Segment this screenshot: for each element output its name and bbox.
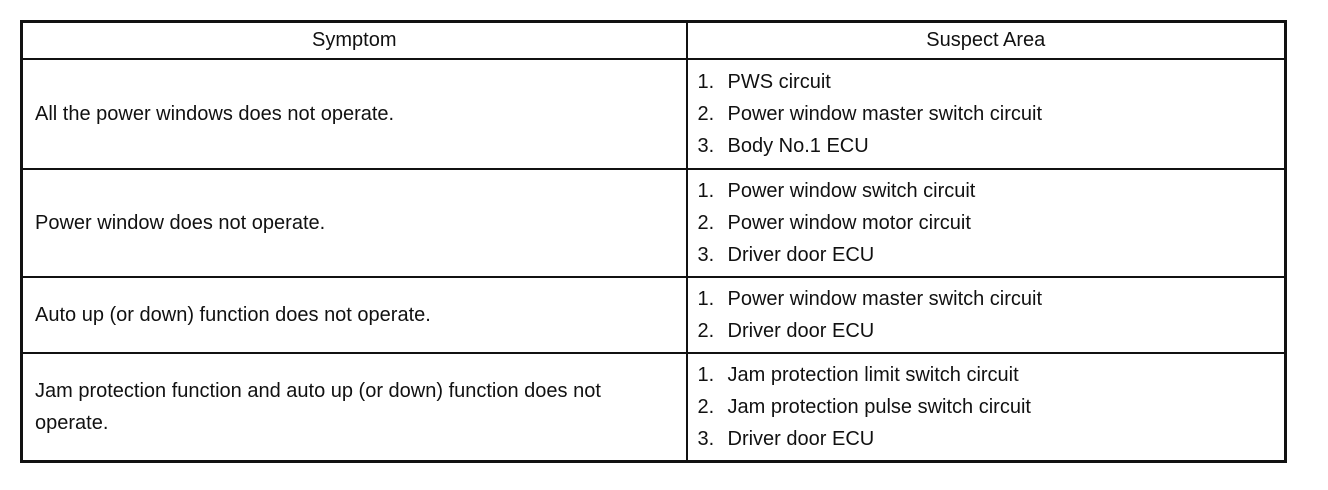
troubleshooting-table-frame: Symptom Suspect Area All the power windo…: [20, 20, 1287, 463]
item-number: 3.: [697, 135, 715, 157]
item-text: Body No.1 ECU: [727, 135, 869, 157]
suspect-area-item: 3. Driver door ECU: [698, 239, 1277, 271]
symptom-cell: Auto up (or down) function does not oper…: [20, 276, 688, 354]
item-text: Driver door ECU: [727, 428, 875, 450]
item-text: Jam protection limit switch circuit: [727, 364, 1019, 386]
item-number: 1.: [697, 180, 715, 202]
table-row: All the power windows does not operate. …: [20, 58, 1287, 170]
suspect-area-cell: 1. PWS circuit 2. Power window master swit…: [685, 58, 1287, 170]
item-number: 2.: [697, 320, 715, 342]
suspect-area-item: 1. PWS circuit: [698, 66, 1277, 98]
symptom-cell: All the power windows does not operate.: [20, 58, 688, 170]
item-text: Power window motor circuit: [727, 212, 971, 234]
suspect-area-item: 2. Jam protection pulse switch circuit: [698, 391, 1277, 423]
item-text: Driver door ECU: [727, 320, 875, 342]
symptom-cell: Jam protection function and auto up (or …: [20, 352, 688, 463]
item-number: 1.: [697, 364, 715, 386]
item-number: 2.: [697, 212, 715, 234]
suspect-area-item: 1. Power window master switch circuit: [698, 283, 1277, 315]
item-number: 1.: [697, 71, 715, 93]
symptom-header: Symptom: [20, 20, 688, 60]
suspect-area-cell: 1. Jam protection limit switch circuit 2.…: [685, 352, 1287, 463]
table-row: Power window does not operate. 1. Power w…: [20, 168, 1287, 278]
table-row: Jam protection function and auto up (or …: [20, 352, 1287, 463]
item-number: 1.: [697, 288, 715, 310]
suspect-area-item: 2. Power window motor circuit: [698, 207, 1277, 239]
suspect-area-item: 2. Power window master switch circuit: [698, 98, 1277, 130]
suspect-area-cell: 1. Power window switch circuit 2. Power wi…: [685, 168, 1287, 278]
problem-symptoms-table: Symptom Suspect Area All the power windo…: [20, 20, 1287, 463]
item-text: Driver door ECU: [727, 244, 875, 266]
suspect-area-cell: 1. Power window master switch circuit 2. D…: [685, 276, 1287, 354]
suspect-area-item: 2. Driver door ECU: [698, 315, 1277, 347]
item-number: 3.: [697, 428, 715, 450]
suspect-area-item: 3. Driver door ECU: [698, 423, 1277, 455]
item-text: Power window master switch circuit: [727, 288, 1043, 310]
suspect-area-header: Suspect Area: [685, 20, 1287, 60]
item-number: 2.: [697, 396, 715, 418]
suspect-area-item: 1. Jam protection limit switch circuit: [698, 359, 1277, 391]
table-row: Auto up (or down) function does not oper…: [20, 276, 1287, 354]
suspect-area-item: 3. Body No.1 ECU: [698, 130, 1277, 162]
symptom-cell: Power window does not operate.: [20, 168, 688, 278]
item-number: 2.: [697, 103, 715, 125]
header-row: Symptom Suspect Area: [20, 20, 1287, 60]
item-text: Jam protection pulse switch circuit: [727, 396, 1031, 418]
item-text: PWS circuit: [727, 71, 831, 93]
item-text: Power window master switch circuit: [727, 103, 1043, 125]
item-number: 3.: [697, 244, 715, 266]
suspect-area-item: 1. Power window switch circuit: [698, 175, 1277, 207]
item-text: Power window switch circuit: [727, 180, 976, 202]
